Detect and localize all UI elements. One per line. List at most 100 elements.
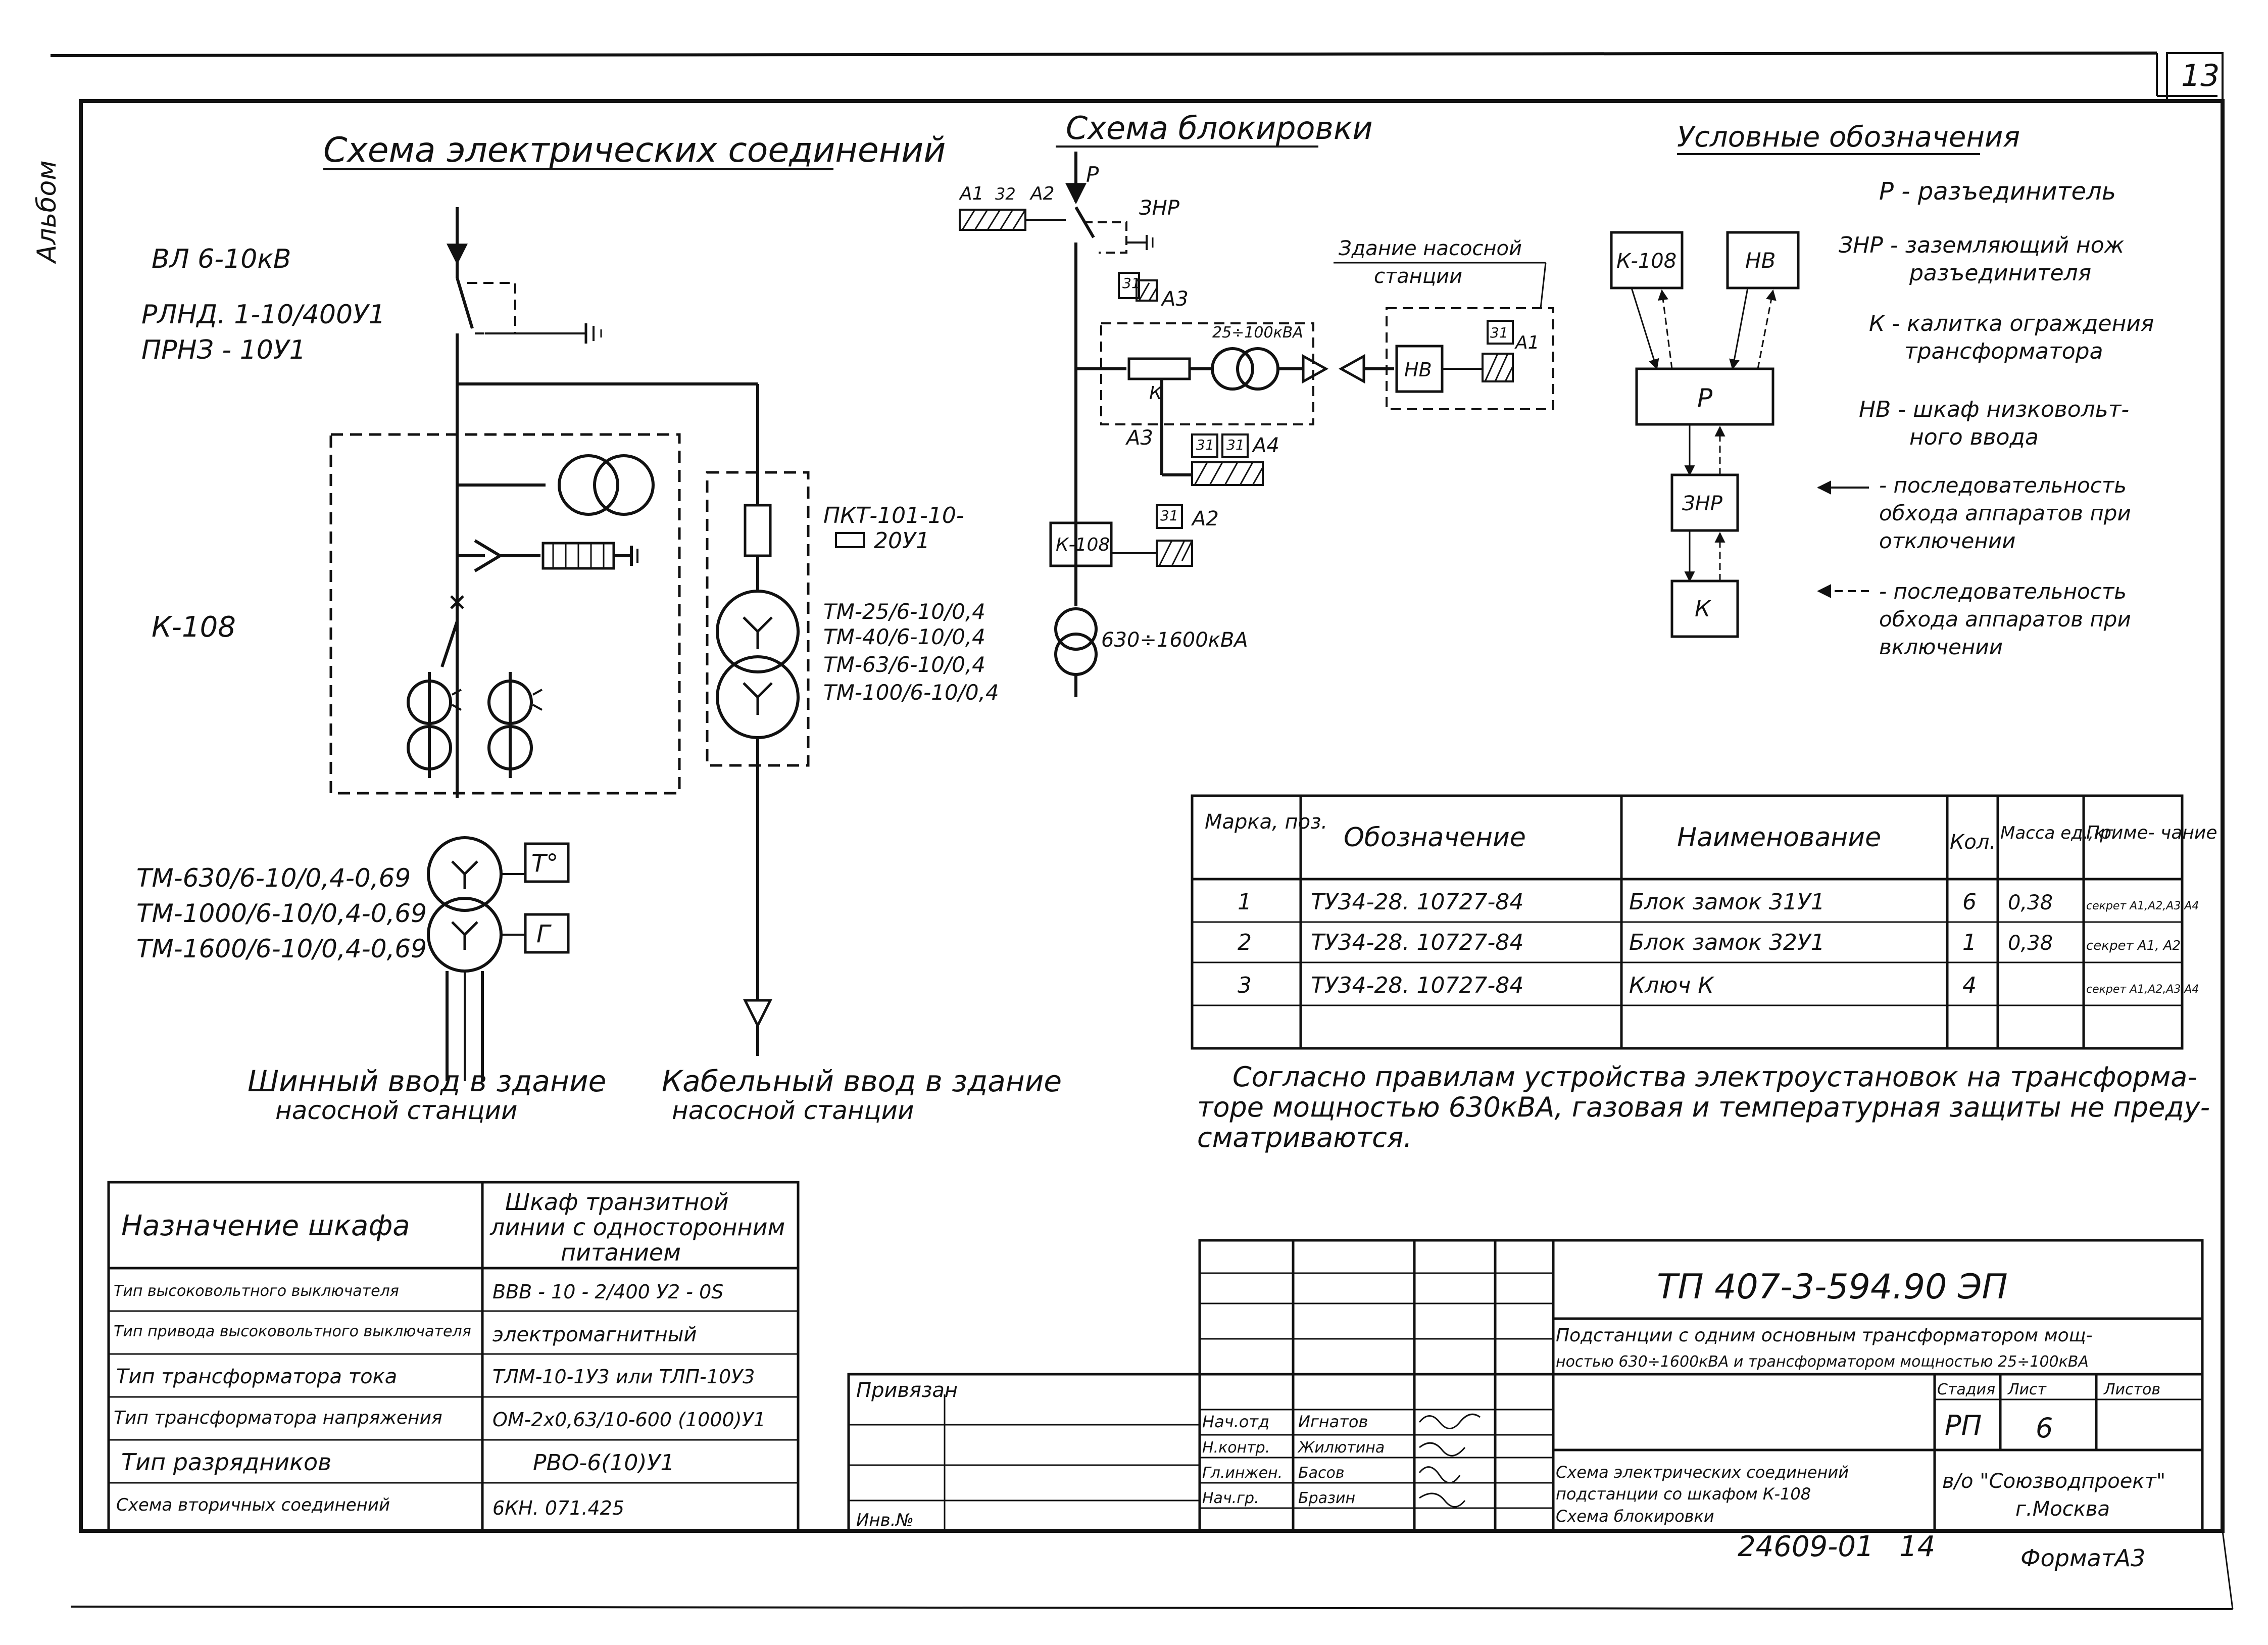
cabinet-table: Назначение шкафа Шкаф транзитной линии с… bbox=[107, 1181, 800, 1532]
main-transformer-list: ТМ-630/6-10/0,4-0,69 ТМ-1000/6-10/0,4-0,… bbox=[136, 863, 427, 963]
sheets-header: Листов bbox=[2103, 1381, 2160, 1398]
lock-31-a2: 31 bbox=[1160, 507, 1178, 524]
lock-32-top: 32 bbox=[995, 184, 1016, 204]
disconnector-label: РЛНД. 1-10/400У1 bbox=[141, 300, 385, 330]
bus-entry-label-2: насосной станции bbox=[275, 1096, 518, 1125]
section-titles: Схема электрических соединений Схема бло… bbox=[323, 110, 2020, 170]
stage-header: Стадия bbox=[1937, 1381, 1995, 1398]
drawing-title-3: Схема блокировки bbox=[1556, 1507, 1714, 1526]
role-1: Нач.отд bbox=[1202, 1412, 1269, 1431]
spec-cell: секрет А1,А2,А3,А4 bbox=[2086, 900, 2199, 912]
gas-relay: Г bbox=[536, 920, 552, 948]
drawing-title-1: Схема электрических соединений bbox=[1556, 1463, 1849, 1482]
legend-znr-term-1: ЗНР - заземляющий нож bbox=[1839, 232, 2125, 258]
spec-row-3: 3 ТУ34-28. 10727-84 Ключ К 4 секрет А1,А… bbox=[1238, 973, 2199, 998]
legend-block-diagram: К-108 НВ Р ЗНР К Р - разъединитель ЗНР -… bbox=[1610, 177, 2154, 659]
legend-p-term: Р - разъединитель bbox=[1879, 177, 2116, 206]
disconnector-p-label: Р bbox=[1086, 162, 1099, 187]
inventory-label: Инв.№ bbox=[856, 1510, 914, 1530]
cabinet-head-right-3: питанием bbox=[561, 1239, 681, 1266]
cabinet-row-3-val: ТЛМ-10-1У3 или ТЛП-10У3 bbox=[492, 1366, 755, 1388]
cabinet-head-right-1: Шкаф транзитной bbox=[505, 1188, 729, 1216]
privyazan-label: Привязан bbox=[856, 1379, 958, 1402]
format-label: ФорматА3 bbox=[2020, 1544, 2145, 1572]
spec-col-mass: Масса ед.,кг bbox=[2000, 823, 2114, 843]
cabinet-head-left: Назначение шкафа bbox=[121, 1209, 410, 1242]
legend-nv-term-2: ного ввода bbox=[1909, 424, 2039, 450]
legend-znr-term-2: разъединителя bbox=[1909, 260, 2091, 286]
spec-cell: ТУ34-28. 10727-84 bbox=[1311, 889, 1523, 915]
main-tr-1: ТМ-630/6-10/0,4-0,69 bbox=[136, 863, 411, 893]
spec-cell: 2 bbox=[1238, 930, 1252, 955]
spec-cell: ТУ34-28. 10727-84 bbox=[1311, 973, 1523, 998]
cabinet-label: К-108 bbox=[152, 611, 236, 644]
drive-label: ПРНЗ - 10У1 bbox=[141, 335, 306, 365]
spec-cell: 0,38 bbox=[2008, 891, 2053, 914]
spec-cell: 0,38 bbox=[2008, 932, 2053, 955]
interlock-cabinet-label: К-108 bbox=[1056, 535, 1110, 555]
cabinet-row-5-val: РВО-6(10)У1 bbox=[533, 1450, 674, 1476]
bus-entry-label-1: Шинный ввод в здание bbox=[248, 1064, 606, 1098]
gate-k-label: К bbox=[1149, 383, 1163, 404]
stage-value: РП bbox=[1945, 1410, 1982, 1441]
lock-a1: А1 bbox=[1514, 332, 1540, 353]
legend-on-seq-1: - последовательность bbox=[1879, 579, 2127, 604]
legend-off-seq-3: отключении bbox=[1879, 528, 2015, 553]
spec-cell: Блок замок 32У1 bbox=[1629, 930, 1825, 955]
cabinet-row-3-key: Тип трансформатора тока bbox=[116, 1365, 397, 1388]
lock-31-gate-1: 31 bbox=[1196, 437, 1214, 453]
organization-1: в/о "Союзводпроект" bbox=[1942, 1470, 2165, 1493]
legend-nv-term-1: НВ - шкаф низковольт- bbox=[1859, 397, 2129, 422]
lock-31-gate-2: 31 bbox=[1226, 437, 1245, 453]
project-description-1: Подстанции с одним основным трансформато… bbox=[1556, 1325, 2093, 1346]
electrical-scheme: ВЛ 6-10кВ РЛНД. 1-10/400У1 ПРНЗ - 10У1 bbox=[136, 207, 1062, 1125]
rating-small: 25÷100кВА bbox=[1212, 324, 1303, 342]
aux-transformer-list: ТМ-25/6-10/0,4 ТМ-40/6-10/0,4 ТМ-63/6-10… bbox=[823, 599, 999, 705]
overhead-line-label: ВЛ 6-10кВ bbox=[152, 244, 291, 274]
legend-block-nv: НВ bbox=[1745, 248, 1776, 273]
cabinet-row-4-key: Тип трансформатора напряжения bbox=[114, 1408, 442, 1428]
building-label-1: Здание насосной bbox=[1339, 237, 1522, 260]
name-2: Жилютина bbox=[1297, 1439, 1385, 1457]
main-tr-3: ТМ-1600/6-10/0,4-0,69 bbox=[136, 934, 427, 963]
legend-block-p: Р bbox=[1697, 383, 1713, 413]
project-description-2: ностью 630÷1600кВА и трансформатором мощ… bbox=[1556, 1353, 2089, 1371]
cable-entry-label-1: Кабельный ввод в здание bbox=[662, 1064, 1062, 1098]
electrical-scheme-title: Схема электрических соединений bbox=[323, 130, 946, 170]
spec-row-2: 2 ТУ34-28. 10727-84 Блок замок 32У1 1 0,… bbox=[1238, 930, 2181, 955]
sheet-header: Лист bbox=[2007, 1381, 2047, 1398]
note-text: Согласно правилам устройства электроуста… bbox=[1197, 1061, 2210, 1153]
legend-on-seq-2: обхода аппаратов при bbox=[1879, 607, 2131, 632]
cabinet-row-1-key: Тип высоковольтного выключателя bbox=[114, 1282, 399, 1300]
archive-number: 14 bbox=[1899, 1530, 1935, 1563]
legend-block-k: К bbox=[1695, 596, 1711, 622]
rating-big: 630÷1600кВА bbox=[1101, 628, 1248, 652]
spec-cell: Блок замок 31У1 bbox=[1629, 889, 1825, 915]
interlock-scheme: А1 32 А2 Р ЗНР 31 А3 25÷100кВА К А3 31 3… bbox=[959, 152, 1554, 697]
drawing-title-2: подстанции со шкафом К-108 bbox=[1556, 1484, 1811, 1504]
name-4: Бразин bbox=[1298, 1489, 1355, 1507]
fuse-symbol bbox=[835, 532, 865, 548]
spec-col-name: Наименование bbox=[1677, 822, 1881, 853]
aux-tr-1: ТМ-25/6-10/0,4 bbox=[823, 599, 985, 624]
aux-tr-4: ТМ-100/6-10/0,4 bbox=[823, 680, 999, 705]
nv-cabinet-label: НВ bbox=[1404, 359, 1432, 381]
lock-a4: А4 bbox=[1251, 434, 1279, 457]
spec-table: Марка, поз. Обозначение Наименование Кол… bbox=[1191, 794, 2217, 1050]
lock-a2-top: А2 bbox=[1029, 183, 1055, 204]
lock-a3-gate: А3 bbox=[1125, 426, 1153, 450]
spec-cell: 1 bbox=[1238, 889, 1252, 915]
temperature-relay: T° bbox=[531, 849, 558, 878]
fuse-label-2: 20У1 bbox=[874, 528, 930, 554]
cabinet-row-6-val: 6КН. 071.425 bbox=[492, 1497, 624, 1519]
earthing-knife-label: ЗНР bbox=[1139, 197, 1180, 220]
name-3: Басов bbox=[1298, 1464, 1345, 1482]
building-label-2: станции bbox=[1374, 265, 1462, 288]
spec-cell: секрет А1,А2,А3,А4 bbox=[2086, 983, 2199, 996]
cabinet-row-5-key: Тип разрядников bbox=[121, 1448, 331, 1476]
legend-k-term-2: трансформатора bbox=[1904, 338, 2103, 364]
spec-col-note: Приме- чание bbox=[2086, 822, 2217, 843]
spec-row-1: 1 ТУ34-28. 10727-84 Блок замок 31У1 6 0,… bbox=[1238, 889, 2199, 915]
spec-cell: 4 bbox=[1962, 973, 1977, 998]
